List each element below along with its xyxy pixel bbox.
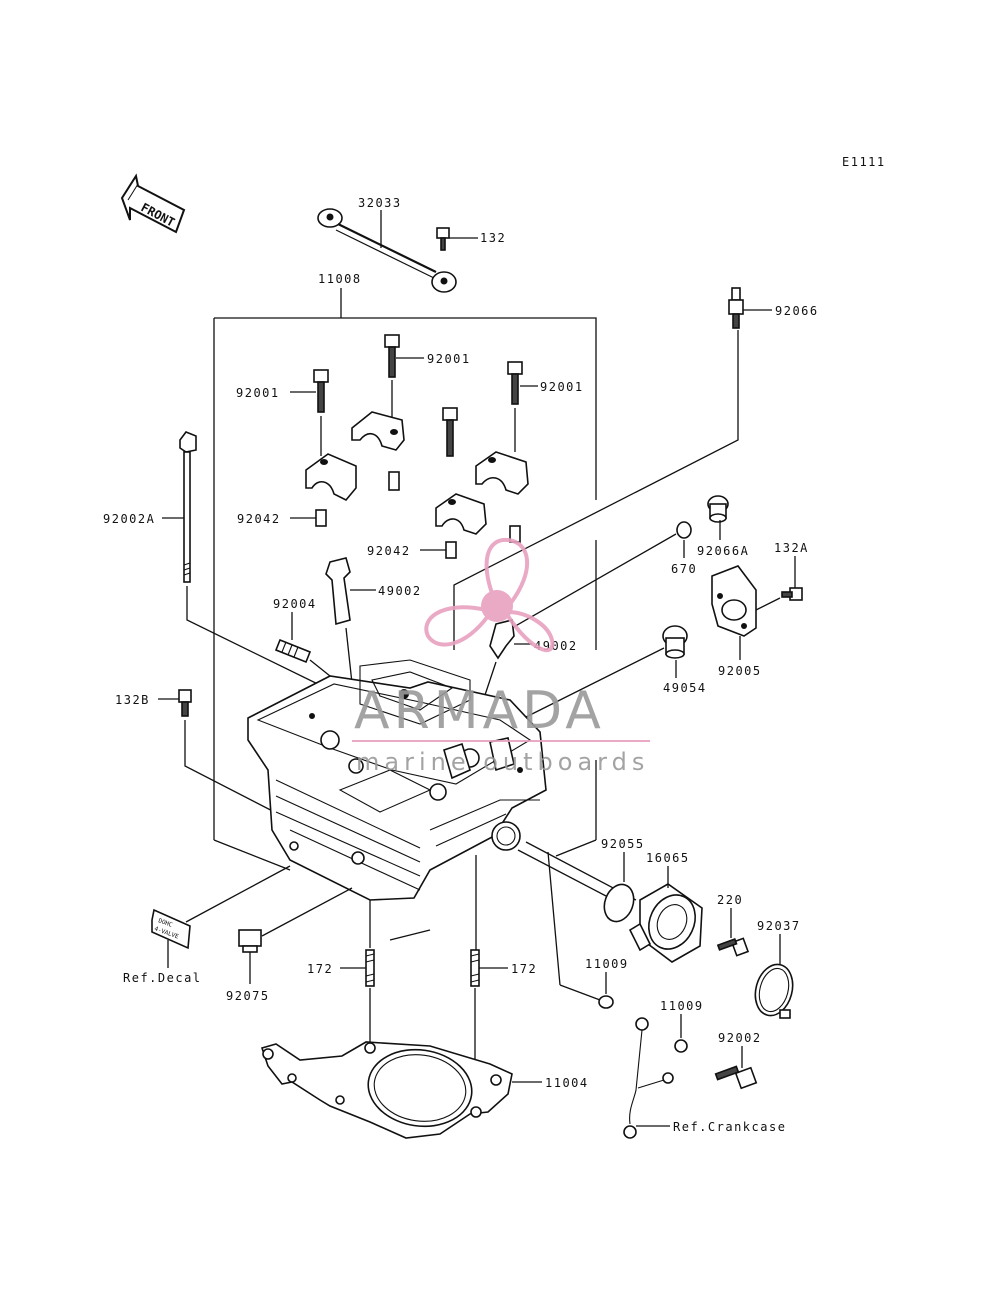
part-172-stud-right <box>470 949 480 987</box>
label-92004: 92004 <box>273 597 317 611</box>
watermark-brand: ARMADA <box>354 681 605 741</box>
propeller-icon <box>424 537 555 653</box>
label-132a: 132A <box>774 541 809 555</box>
part-92004-stud <box>274 638 312 664</box>
part-92037-clamp <box>754 963 794 1019</box>
part-92001-bolt-mid <box>442 407 458 457</box>
part-172-stud-left <box>365 949 375 987</box>
part-92001-bolt-right <box>507 361 523 405</box>
part-92066-sensor <box>728 287 744 329</box>
part-92002-bolt <box>714 1065 758 1090</box>
part-camshaft-cap-left <box>305 453 357 501</box>
label-16065: 16065 <box>646 851 690 865</box>
label-11004: 11004 <box>545 1076 589 1090</box>
part-camshaft-cap-upper <box>351 411 405 451</box>
label-92001-center: 92001 <box>427 352 471 366</box>
front-arrow-icon: FRONT <box>120 173 186 234</box>
label-132: 132 <box>480 231 506 245</box>
label-670: 670 <box>671 562 697 576</box>
part-92042-dowel-3 <box>445 541 457 559</box>
part-92075-clip <box>238 929 262 953</box>
part-92042-dowel-2 <box>315 509 327 527</box>
label-11009-right: 11009 <box>660 999 704 1013</box>
label-92002: 92002 <box>718 1031 762 1045</box>
label-220: 220 <box>717 893 743 907</box>
label-32033: 32033 <box>358 196 402 210</box>
part-11009-washer-left <box>598 995 614 1009</box>
label-ref-crankcase: Ref.Crankcase <box>673 1120 786 1134</box>
part-92055-o-ring <box>603 883 635 923</box>
watermark: ARMADA marine outboards <box>352 537 650 776</box>
decal-dohc-4-valve: DOHC 4-VALVE <box>151 908 191 950</box>
label-92001-right: 92001 <box>540 380 584 394</box>
label-92055: 92055 <box>601 837 645 851</box>
label-132b: 132B <box>115 693 150 707</box>
label-ref-decal: Ref.Decal <box>123 971 202 985</box>
label-92066: 92066 <box>775 304 819 318</box>
part-92005-housing <box>711 565 757 637</box>
part-camshaft-cap-right <box>475 451 529 495</box>
part-92001-bolt-left <box>313 369 329 413</box>
part-11009-washer-right <box>674 1039 688 1053</box>
label-92075: 92075 <box>226 989 270 1003</box>
part-92066a-plug <box>707 495 729 523</box>
label-172-left: 172 <box>307 962 333 976</box>
part-49002-lifter-lower <box>489 619 515 660</box>
label-92042-left: 92042 <box>237 512 281 526</box>
label-11009-left: 11009 <box>585 957 629 971</box>
label-92066a: 92066A <box>697 544 749 558</box>
part-11004-gasket <box>260 1041 513 1139</box>
part-220-screw <box>716 937 750 957</box>
label-49002-upper: 49002 <box>378 584 422 598</box>
part-16065-holder <box>628 883 703 963</box>
label-92042-center: 92042 <box>367 544 411 558</box>
label-11008: 11008 <box>318 272 362 286</box>
part-92001-bolt-center <box>384 334 400 378</box>
label-92002a: 92002A <box>103 512 155 526</box>
cylinder-head <box>247 659 547 901</box>
part-92042-dowel-1 <box>388 471 400 491</box>
part-132a-bolt <box>781 587 803 601</box>
label-49002-lower: 49002 <box>534 639 578 653</box>
watermark-tagline: marine outboards <box>356 748 649 776</box>
part-670-o-ring <box>676 521 692 539</box>
part-32033-rod <box>317 208 457 293</box>
part-camshaft-cap-mid <box>435 493 487 535</box>
part-49002-lifter-upper <box>325 557 351 626</box>
label-172-right: 172 <box>511 962 537 976</box>
label-92001-left: 92001 <box>236 386 280 400</box>
part-132-bolt <box>436 227 450 251</box>
label-92037: 92037 <box>757 919 801 933</box>
label-92005: 92005 <box>718 664 762 678</box>
part-92002a-long-bolt <box>179 431 197 583</box>
part-132b-bolt <box>178 689 192 717</box>
label-49054: 49054 <box>663 681 707 695</box>
part-49054-cap <box>662 625 688 659</box>
diagram-ref-code: E1111 <box>842 155 886 169</box>
decal-line-1: DOHC <box>157 917 173 929</box>
part-crankcase-wire <box>623 1017 674 1139</box>
